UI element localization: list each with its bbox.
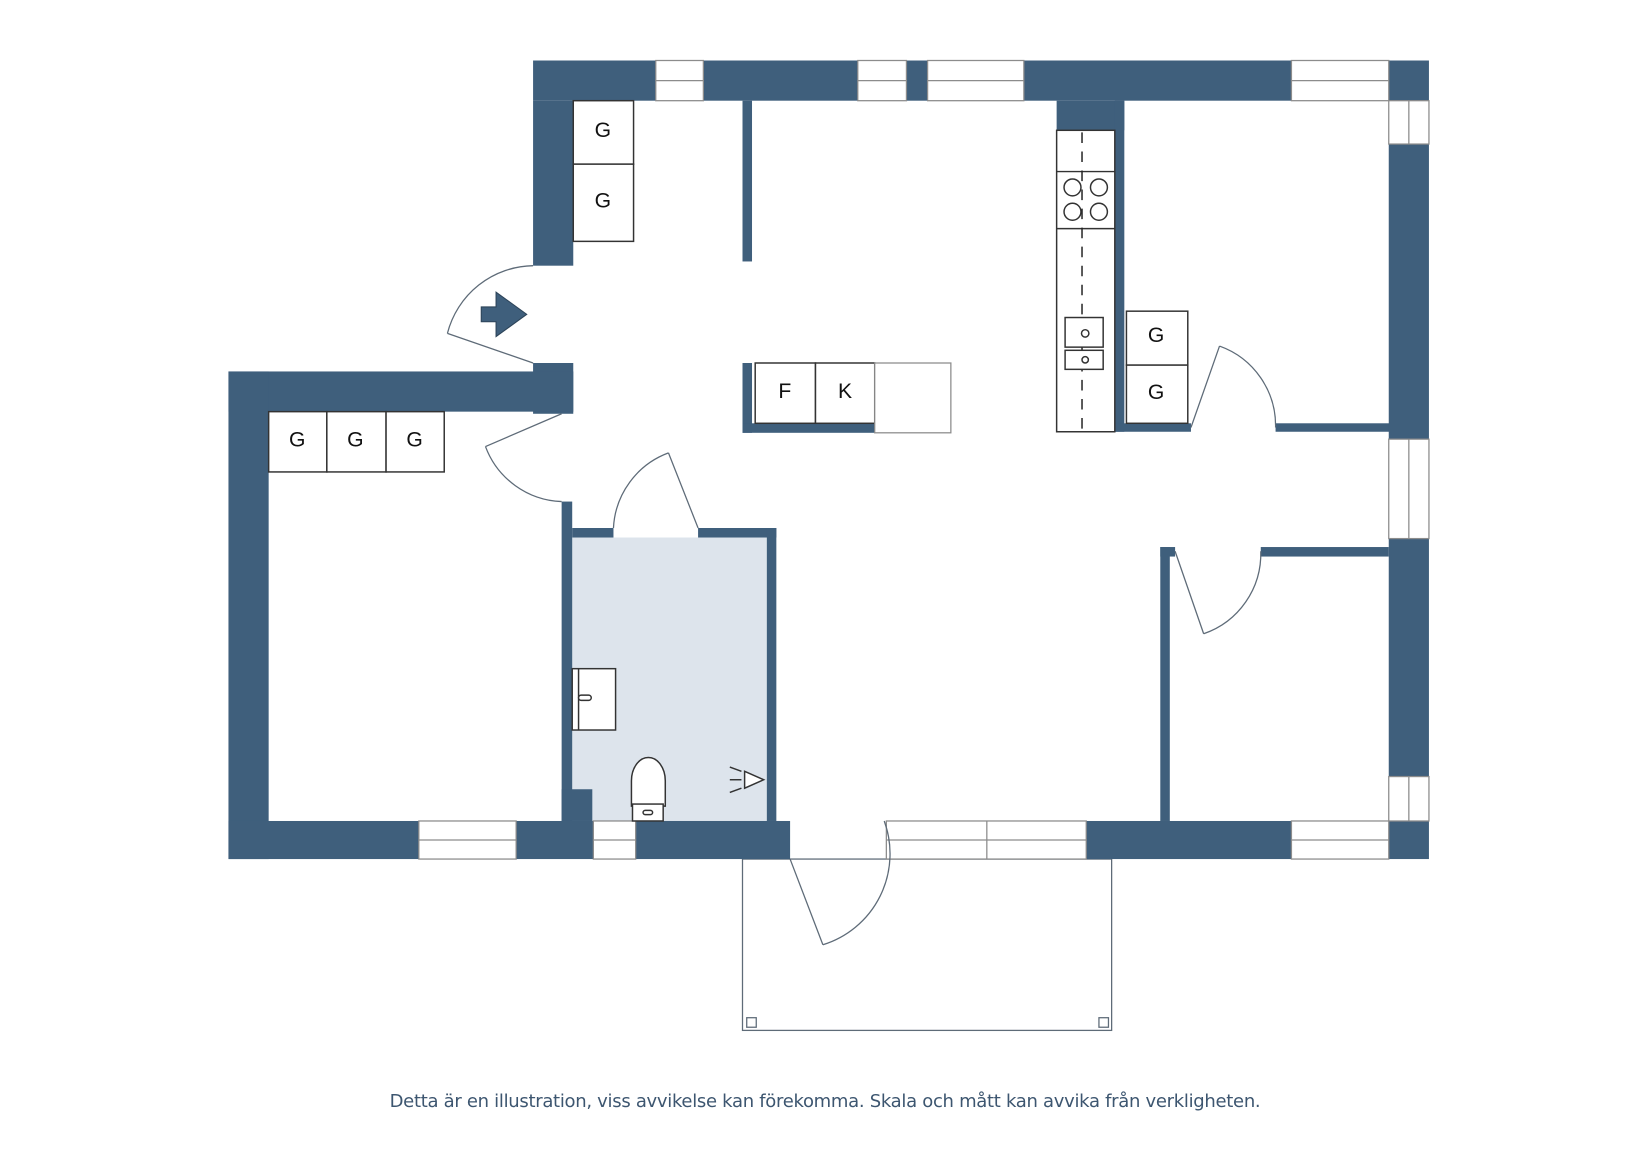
doors [446,265,1277,946]
hall-wardrobe: G G [572,99,635,243]
svg-text:K: K [838,380,852,403]
walls [228,60,1429,860]
fridge-freezer-unit: F K [754,362,952,434]
window-bottom-4 [1290,820,1390,860]
toilet-icon [630,756,667,822]
sink-icon [1064,316,1104,371]
svg-text:G: G [289,429,305,452]
window-right-1 [1388,100,1430,145]
shower-icon [729,766,766,794]
svg-text:G: G [595,119,611,142]
kitchen-side-cabinets: G G [1125,310,1189,425]
svg-text:G: G [1148,381,1164,404]
window-top-2 [857,59,908,102]
window-top-1 [655,59,704,102]
svg-text:F: F [778,380,791,403]
terrace [741,858,1113,1032]
door-bathroom [612,452,699,529]
entrance-arrow-icon [480,291,528,338]
svg-text:G: G [347,429,363,452]
door-bedroom-left [484,413,562,503]
window-bottom-1 [418,820,517,860]
svg-text:G: G [406,429,422,452]
kitchen-counter [1055,129,1116,433]
washbasin-icon [571,667,617,731]
door-entrance [446,265,534,364]
window-top-3 [926,59,1025,102]
svg-text:G: G [595,190,611,213]
window-bottom-2 [592,820,637,860]
svg-text:G: G [1148,324,1164,347]
disclaimer-text: Detta är en illustration, viss avvikelse… [389,1091,1261,1112]
door-upper-right-room [1190,345,1277,428]
stove-icon [1063,178,1109,221]
window-top-4 [1290,59,1390,102]
windows [418,59,1430,860]
terrace-post-left [746,1017,757,1028]
terrace-post-right [1098,1017,1110,1028]
window-bottom-3 [885,820,1087,860]
window-right-2 [1388,438,1430,540]
door-lower-right-room [1174,551,1262,635]
window-right-3 [1388,775,1430,822]
bedroom-wardrobe: G G G [267,410,445,473]
door-terrace [789,820,891,946]
